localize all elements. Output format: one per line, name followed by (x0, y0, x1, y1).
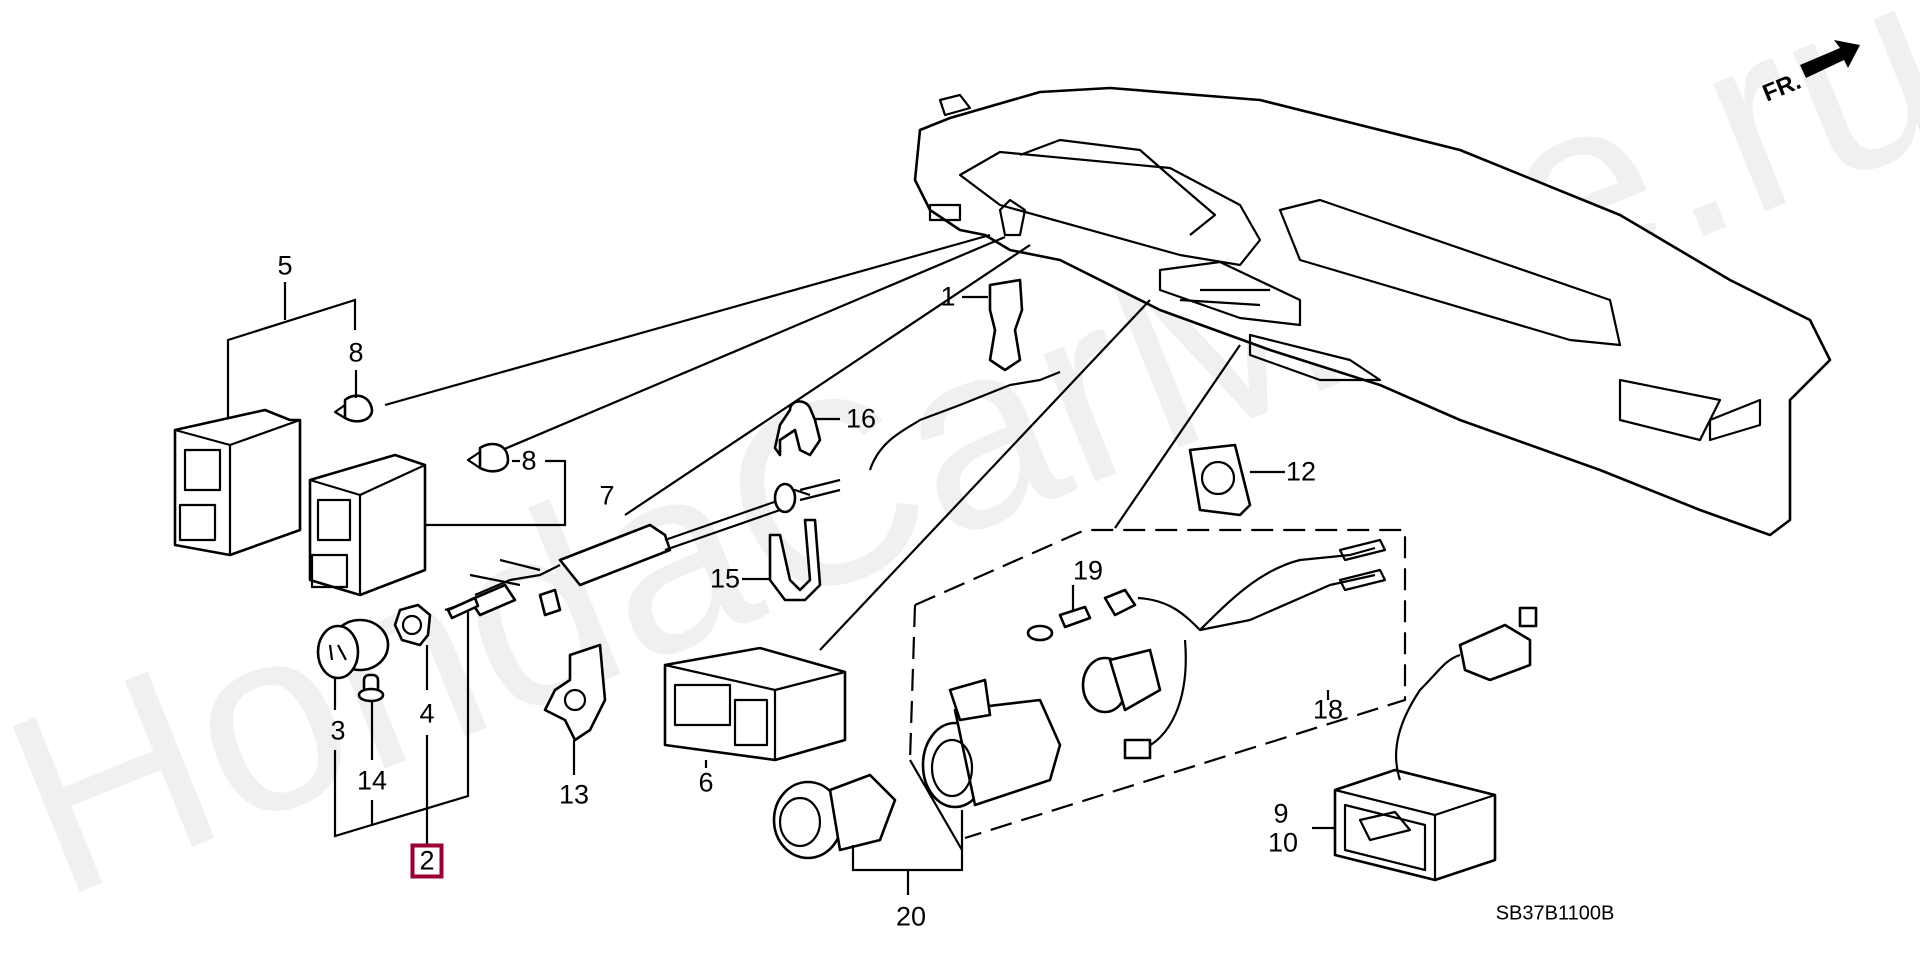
switch-shaft (446, 596, 480, 620)
part-8-clip-top (333, 370, 374, 423)
drawing-code: SB37B1100B (1495, 902, 1615, 925)
part-7-switch (308, 453, 427, 597)
part-5-switch (173, 408, 302, 557)
callout-13[interactable]: 13 (558, 779, 590, 810)
callout-20[interactable]: 20 (895, 901, 927, 932)
part-1-clip (962, 278, 1024, 372)
callout-15[interactable]: 15 (709, 563, 741, 594)
part-19-bulb (1026, 585, 1137, 642)
part-8-clip-mid (466, 442, 520, 473)
part-16-clip (773, 400, 840, 457)
dashboard-panel (913, 86, 1832, 537)
front-direction-arrow-icon (1800, 40, 1860, 78)
part-12-bezel (1188, 443, 1285, 517)
callout-7[interactable]: 7 (599, 480, 615, 511)
part-15-clip (742, 518, 822, 602)
part-18-wiring (1081, 538, 1387, 760)
callout-3[interactable]: 3 (330, 715, 346, 746)
callout-9[interactable]: 9 (1273, 798, 1289, 829)
callout-6[interactable]: 6 (698, 767, 714, 798)
callout-8-mid[interactable]: 8 (521, 445, 537, 476)
callout-12[interactable]: 12 (1285, 456, 1317, 487)
cable-assembly (444, 370, 1061, 617)
part-14-screw (357, 673, 385, 703)
part-4-nut (393, 603, 432, 647)
callout-5[interactable]: 5 (277, 250, 293, 281)
callout-2-highlighted[interactable]: 2 (410, 843, 444, 879)
part-6-switch (663, 646, 847, 768)
callout-4[interactable]: 4 (419, 698, 435, 729)
callout-8-top[interactable]: 8 (348, 337, 364, 368)
part-13-bracket (543, 643, 607, 775)
callout-16[interactable]: 16 (845, 403, 877, 434)
callout-14[interactable]: 14 (356, 765, 388, 796)
part-3-knob (316, 618, 390, 680)
callout-10[interactable]: 10 (1267, 827, 1299, 858)
callout-1[interactable]: 1 (940, 281, 956, 312)
callout-19[interactable]: 19 (1072, 555, 1104, 586)
part-20-lighter (772, 678, 1062, 895)
part-9-10-module (1312, 606, 1538, 882)
callout-18[interactable]: 18 (1312, 694, 1344, 725)
